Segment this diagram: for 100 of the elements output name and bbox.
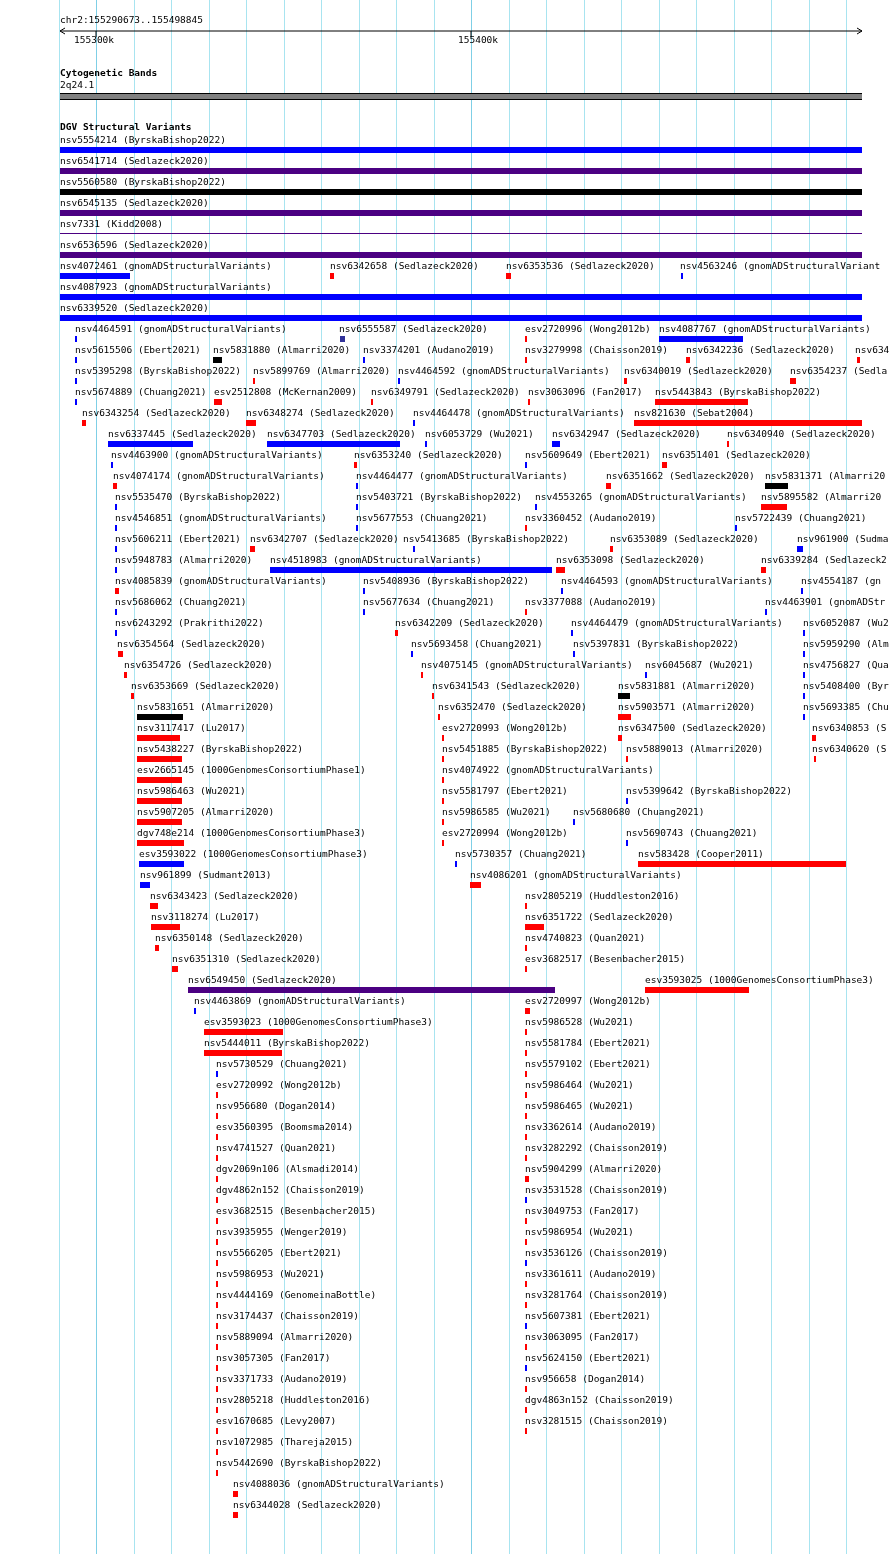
variant-label: nsv5907205 (Almarri2020): [137, 806, 275, 818]
variant-label: nsv3377088 (Audano2019): [525, 596, 657, 608]
variant-label: nsv4074174 (gnomADStructuralVariants): [113, 470, 325, 482]
variant-label: nsv5554214 (ByrskaBishop2022): [60, 134, 226, 146]
variant-label: nsv961900 (Sudma: [797, 533, 889, 545]
variant-label: nsv5438227 (ByrskaBishop2022): [137, 743, 303, 755]
variant-label: nsv6347703 (Sedlazeck2020): [267, 428, 416, 440]
variant-label: nsv3374201 (Audano2019): [363, 344, 495, 356]
variant-label: nsv6350148 (Sedlazeck2020): [155, 932, 304, 944]
variant-label: nsv4546851 (gnomADStructuralVariants): [115, 512, 327, 524]
variant-label: nsv6353098 (Sedlazeck2020): [556, 554, 705, 566]
variant-label: nsv5399642 (ByrskaBishop2022): [626, 785, 792, 797]
coordinate-range-label: chr2:155290673..155498845: [60, 14, 203, 26]
variant-label: nsv3371733 (Audano2019): [216, 1373, 348, 1385]
variant-label: nsv5624150 (Ebert2021): [525, 1352, 651, 1364]
variant-label: nsv3360452 (Audano2019): [525, 512, 657, 524]
variant-label: nsv6243292 (Prakrithi2022): [115, 617, 264, 629]
variant-label: nsv3536126 (Chaisson2019): [525, 1247, 668, 1259]
variant-label: nsv5615506 (Ebert2021): [75, 344, 201, 356]
variant-label: nsv3281764 (Chaisson2019): [525, 1289, 668, 1301]
variant-label: nsv3063095 (Fan2017): [525, 1331, 640, 1343]
variant-label: nsv5680680 (Chuang2021): [573, 806, 705, 818]
variant-label: nsv4086201 (gnomADStructuralVariants): [470, 869, 682, 881]
variant-label: nsv6351401 (Sedlazeck2020): [662, 449, 811, 461]
variant-label: nsv6549450 (Sedlazeck2020): [188, 974, 337, 986]
variant-label: nsv3279998 (Chaisson2019): [525, 344, 668, 356]
variant-label: nsv4074922 (gnomADStructuralVariants): [442, 764, 654, 776]
variant-label: nsv4444169 (GenomeinaBottle): [216, 1289, 377, 1301]
variant-label: nsv5693385 (Chu: [803, 701, 889, 713]
variant-label: nsv6340940 (Sedlazeck2020): [727, 428, 876, 440]
variant-label: nsv5986954 (Wu2021): [525, 1226, 634, 1238]
variant-label: dgv4862n152 (Chaisson2019): [216, 1184, 365, 1196]
variant-label: nsv5986585 (Wu2021): [442, 806, 551, 818]
variant-label: nsv5693458 (Chuang2021): [411, 638, 543, 650]
variant-label: dgv748e214 (1000GenomesConsortiumPhase3): [137, 827, 366, 839]
variant-label: nsv6353240 (Sedlazeck2020): [354, 449, 503, 461]
scale-label: 155400k: [458, 34, 499, 46]
variant-label: nsv5722439 (Chuang2021): [735, 512, 867, 524]
variant-label: nsv5413685 (ByrskaBishop2022): [403, 533, 569, 545]
variant-label: nsv3281515 (Chaisson2019): [525, 1415, 668, 1427]
variant-label: nsv5609649 (Ebert2021): [525, 449, 651, 461]
variant-label: nsv6343254 (Sedlazeck2020): [82, 407, 231, 419]
variant-label: nsv5959290 (Alm: [803, 638, 889, 650]
variant-label: nsv4463869 (gnomADStructuralVariants): [194, 995, 406, 1007]
variant-label: nsv5579102 (Ebert2021): [525, 1058, 651, 1070]
variant-label: nsv5677553 (Chuang2021): [356, 512, 488, 524]
variant-label: nsv5904299 (Almarri2020): [525, 1163, 663, 1175]
variant-label: nsv3057305 (Fan2017): [216, 1352, 331, 1364]
variant-label: nsv5889094 (Almarri2020): [216, 1331, 354, 1343]
variant-label: esv2720992 (Wong2012b): [216, 1079, 342, 1091]
variant-label: nsv956680 (Dogan2014): [216, 1100, 337, 1112]
variant-label: nsv4553265 (gnomADStructuralVariants): [535, 491, 747, 503]
variant-label: nsv3935955 (Wenger2019): [216, 1226, 348, 1238]
variant-label: nsv4554187 (gn: [801, 575, 882, 587]
variant-label: nsv6545135 (Sedlazeck2020): [60, 197, 209, 209]
variant-label: nsv5566205 (Ebert2021): [216, 1247, 342, 1259]
variant-label: nsv6343423 (Sedlazeck2020): [150, 890, 299, 902]
variant-label: nsv5889013 (Almarri2020): [626, 743, 764, 755]
variant-label: nsv4463900 (gnomADStructuralVariants): [111, 449, 323, 461]
variant-label: nsv4464591 (gnomADStructuralVariants): [75, 323, 287, 335]
variant-label: nsv6045687 (Wu2021): [645, 659, 754, 671]
variant-label: nsv5948783 (Almarri2020): [115, 554, 253, 566]
variant-label: nsv5986953 (Wu2021): [216, 1268, 325, 1280]
variant-label: nsv5986463 (Wu2021): [137, 785, 246, 797]
variant-label: nsv5831881 (Almarri2020): [618, 680, 756, 692]
variant-label: nsv3049753 (Fan2017): [525, 1205, 640, 1217]
variant-label: nsv3063096 (Fan2017): [528, 386, 643, 398]
variant-label: nsv6340620 (S: [812, 743, 887, 755]
variant-label: nsv5395298 (ByrskaBishop2022): [75, 365, 241, 377]
variant-label: nsv5895582 (Almarri20: [761, 491, 882, 503]
variant-label: esv2720993 (Wong2012b): [442, 722, 568, 734]
variant-label: nsv6339284 (Sedlazeck2: [761, 554, 887, 566]
variant-label: nsv6342947 (Sedlazeck2020): [552, 428, 701, 440]
variant-label: nsv3531528 (Chaisson2019): [525, 1184, 668, 1196]
variant-label: nsv2805218 (Huddleston2016): [216, 1394, 371, 1406]
variant-label: nsv6337445 (Sedlazeck2020): [108, 428, 257, 440]
variant-label: nsv2805219 (Huddleston2016): [525, 890, 680, 902]
variant-label: nsv5560580 (ByrskaBishop2022): [60, 176, 226, 188]
variant-label: nsv6541714 (Sedlazeck2020): [60, 155, 209, 167]
variant-label: esv2720994 (Wong2012b): [442, 827, 568, 839]
variant-label: nsv6348274 (Sedlazeck2020): [246, 407, 395, 419]
variant-label: esv3682515 (Besenbacher2015): [216, 1205, 377, 1217]
variant-label: nsv3282292 (Chaisson2019): [525, 1142, 668, 1154]
variant-label: nsv6536596 (Sedlazeck2020): [60, 239, 209, 251]
variant-label: nsv6344028 (Sedlazeck2020): [233, 1499, 382, 1511]
variant-label: nsv4740823 (Quan2021): [525, 932, 646, 944]
variant-label: nsv5408936 (ByrskaBishop2022): [363, 575, 529, 587]
variant-label: nsv6347500 (Sedlazeck2020): [618, 722, 767, 734]
variant-label: nsv6339520 (Sedlazeck2020): [60, 302, 209, 314]
variant-label: esv2665145 (1000GenomesConsortiumPhase1): [137, 764, 366, 776]
variant-label: nsv6352470 (Sedlazeck2020): [438, 701, 587, 713]
variant-label: nsv5581784 (Ebert2021): [525, 1037, 651, 1049]
variant-label: nsv6340853 (S: [812, 722, 887, 734]
variant-label: nsv6342209 (Sedlazeck2020): [395, 617, 544, 629]
variant-label: nsv4464477 (gnomADStructuralVariants): [356, 470, 568, 482]
variant-label: nsv3117417 (Lu2017): [137, 722, 246, 734]
variant-label: nsv956658 (Dogan2014): [525, 1373, 646, 1385]
variant-label: nsv6351722 (Sedlazeck2020): [525, 911, 674, 923]
variant-label: nsv4518983 (gnomADStructuralVariants): [270, 554, 482, 566]
variant-label: nsv6351310 (Sedlazeck2020): [172, 953, 321, 965]
